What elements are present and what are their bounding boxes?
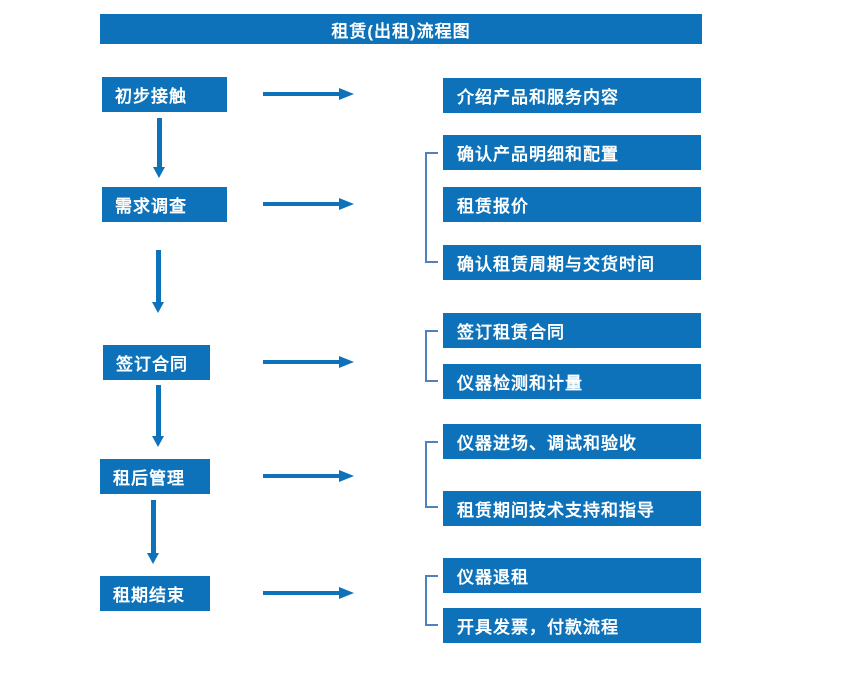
- output-box-confirm-product-details: 确认产品明细和配置: [443, 135, 701, 170]
- output-box-instrument-inspection: 仪器检测和计量: [443, 364, 701, 399]
- arrow-right-icon: [263, 356, 354, 368]
- arrow-right-icon: [263, 198, 354, 210]
- output-box-confirm-period-delivery: 确认租赁周期与交货时间: [443, 245, 701, 280]
- stage-box-sign-contract: 签订合同: [103, 345, 210, 380]
- output-box-introduce-products-services: 介绍产品和服务内容: [443, 78, 701, 113]
- flowchart-title: 租赁(出租)流程图: [100, 14, 702, 44]
- arrow-right-icon: [263, 88, 354, 100]
- bracket-icon: [425, 575, 438, 626]
- output-box-instrument-return: 仪器退租: [443, 558, 701, 593]
- arrow-down-icon: [147, 500, 160, 564]
- output-box-invoice-payment: 开具发票，付款流程: [443, 608, 701, 643]
- output-box-rental-quotation: 租赁报价: [443, 187, 701, 222]
- bracket-icon: [425, 330, 438, 382]
- output-box-sign-rental-contract: 签订租赁合同: [443, 313, 701, 348]
- bracket-icon: [425, 441, 438, 508]
- arrow-down-icon: [152, 250, 165, 313]
- stage-box-initial-contact: 初步接触: [102, 77, 227, 112]
- arrow-right-icon: [263, 470, 354, 482]
- stage-box-rental-end: 租期结束: [100, 576, 210, 611]
- stage-box-demand-survey: 需求调查: [102, 187, 227, 222]
- stage-box-post-rental-management: 租后管理: [100, 459, 210, 494]
- arrow-down-icon: [153, 118, 166, 178]
- bracket-icon: [425, 152, 438, 263]
- arrow-right-icon: [263, 587, 354, 599]
- arrow-down-icon: [152, 385, 165, 447]
- output-box-instrument-setup-acceptance: 仪器进场、调试和验收: [443, 424, 701, 459]
- output-box-technical-support: 租赁期间技术支持和指导: [443, 491, 701, 526]
